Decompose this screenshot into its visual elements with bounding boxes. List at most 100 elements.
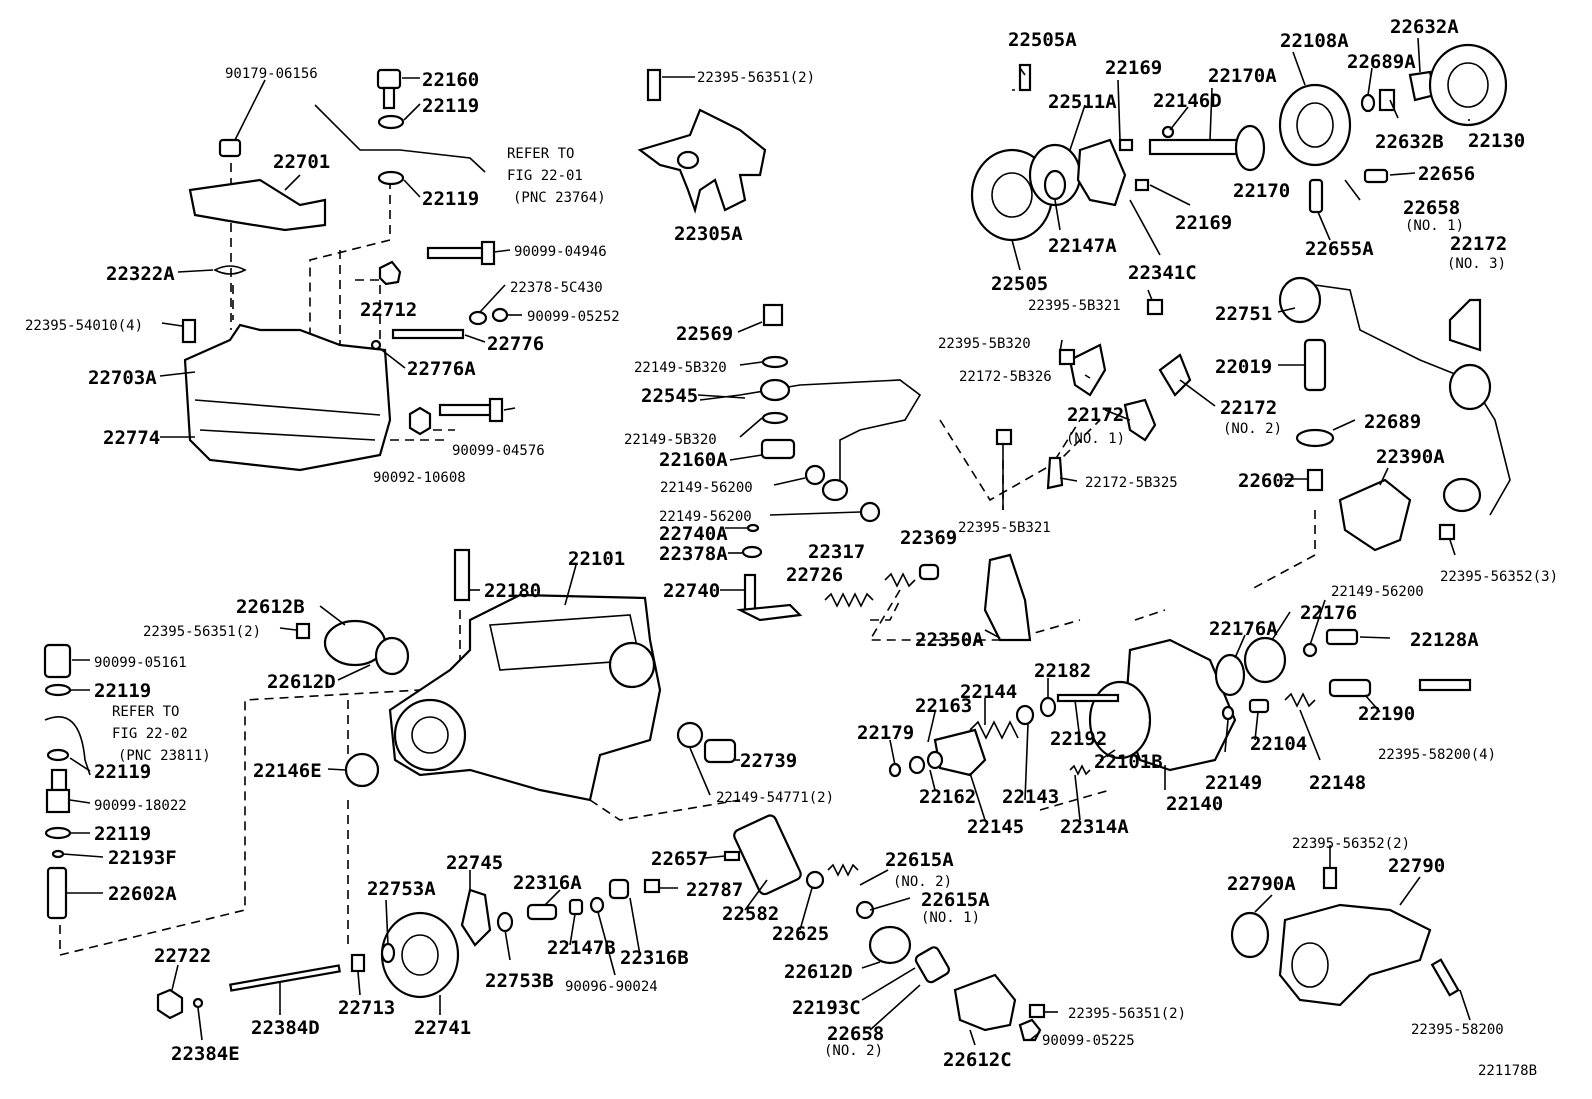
nut-22712 <box>378 260 402 286</box>
screw-22776 <box>391 328 465 340</box>
part-label: 22316B <box>620 947 689 969</box>
part-label: 22656 <box>1418 163 1475 185</box>
part-label: 22179 <box>857 722 914 744</box>
part-label: 22505A <box>1008 29 1077 51</box>
part-label: 22395-56351(2) <box>697 70 815 86</box>
part-label: 22790A <box>1227 873 1296 895</box>
part-label: 22722 <box>154 945 211 967</box>
part-label: 22170A <box>1208 65 1277 87</box>
part-label: 22160 <box>422 69 479 91</box>
part-label: 22657 <box>651 848 708 870</box>
part-label: 22602A <box>108 883 177 905</box>
part-label: 22511A <box>1048 91 1117 113</box>
plug-22739 <box>703 738 737 764</box>
plate-22108A <box>1278 83 1352 167</box>
part-label: 22753B <box>485 970 554 992</box>
part-label: 90092-10608 <box>373 470 466 486</box>
part-label: 22104 <box>1250 733 1307 755</box>
upper-left-assembly <box>181 68 509 472</box>
part-label: 22119 <box>94 761 151 783</box>
rod-22192 <box>1056 693 1120 703</box>
part-label: 22143 <box>1002 786 1059 808</box>
nut-90092 <box>408 406 432 436</box>
part-label: 22632A <box>1390 16 1459 38</box>
oring-22612D-b <box>868 925 912 965</box>
part-label: 22612B <box>236 596 305 618</box>
bush-22632B <box>1378 88 1396 112</box>
switch-22019 <box>1303 338 1327 392</box>
plug-22658 <box>914 946 951 984</box>
part-label: 22545 <box>641 385 698 407</box>
part-label: 22740 <box>663 580 720 602</box>
bolt-22395-58200 <box>1418 678 1472 692</box>
solenoid-connector <box>1448 363 1492 411</box>
pump-housing-22101 <box>295 548 737 802</box>
part-label: 22350A <box>915 629 984 651</box>
part-label: 90179-06156 <box>225 66 318 82</box>
part-label: 22625 <box>772 923 829 945</box>
part-label: 22322A <box>106 263 175 285</box>
part-label: 22790 <box>1388 855 1445 877</box>
part-label: 90096-90024 <box>565 979 658 995</box>
reference-note-line: (PNC 23811) <box>118 748 211 764</box>
leader-lines <box>62 37 1471 1046</box>
part-label: (NO. 3) <box>1447 256 1506 272</box>
banjo-bolt-22160A <box>760 438 796 460</box>
lower-center-parts <box>156 814 1046 1042</box>
plate-22145 <box>933 728 987 777</box>
cover-22612C <box>953 973 1017 1032</box>
spring-22148 <box>1284 692 1316 708</box>
pin-22740 <box>743 573 757 612</box>
part-label: 22149-5B320 <box>624 432 717 448</box>
part-label: (NO. 1) <box>921 910 980 926</box>
oring-22790A <box>1230 911 1270 959</box>
part-label: 90099-04576 <box>452 443 545 459</box>
valve-22180 <box>453 548 471 602</box>
reference-note-line: REFER TO <box>507 146 574 162</box>
part-label: 90099-05161 <box>94 655 187 671</box>
spring-22314A <box>1069 764 1091 776</box>
part-label: 90099-18022 <box>94 798 187 814</box>
part-label: 22140 <box>1166 793 1223 815</box>
part-label: 22740A <box>659 523 728 545</box>
oring-22689 <box>1295 428 1335 448</box>
part-label: 22317 <box>808 541 865 563</box>
part-label: (NO. 1) <box>1066 431 1125 447</box>
part-label: 22145 <box>967 816 1024 838</box>
pin-22655A <box>1308 178 1324 214</box>
clip-22713 <box>350 953 366 973</box>
part-label: 90099-05252 <box>527 309 620 325</box>
nut-22722 <box>156 988 184 1020</box>
part-label: 22774 <box>103 427 160 449</box>
reference-note-line: FIG 22-02 <box>112 726 188 742</box>
part-label: 22146E <box>253 760 322 782</box>
part-label: 22019 <box>1215 356 1272 378</box>
reference-note-line: REFER TO <box>112 704 179 720</box>
part-label: 22726 <box>786 564 843 586</box>
figure-code: 221178B <box>1478 1063 1537 1079</box>
part-label: 22130 <box>1468 130 1525 152</box>
part-label: 22615A <box>921 889 990 911</box>
part-label: 90099-05225 <box>1042 1033 1135 1049</box>
part-label: 22776A <box>407 358 476 380</box>
solenoid-assembly <box>1278 276 1511 552</box>
part-label: 22176A <box>1209 618 1278 640</box>
valve-22790 <box>1278 903 1432 1007</box>
shaft-22170 <box>1148 138 1242 156</box>
part-label: 22172 <box>1220 397 1277 419</box>
part-label: 22369 <box>900 527 957 549</box>
spring-22144 <box>969 720 1019 740</box>
part-label: 22395-5B320 <box>938 336 1031 352</box>
part-label: 22119 <box>94 680 151 702</box>
fitting-90099-18022 <box>45 788 71 814</box>
part-label: 22655A <box>1305 238 1374 260</box>
part-label: 22149-5B320 <box>634 360 727 376</box>
part-label: 22101 <box>568 548 625 570</box>
part-label: 22108A <box>1280 30 1349 52</box>
part-label: 22341C <box>1128 262 1197 284</box>
part-label: 22119 <box>422 188 479 210</box>
part-label: 22169 <box>1175 212 1232 234</box>
cap-90099-05161 <box>43 643 72 679</box>
part-label: 22172-5B325 <box>1085 475 1178 491</box>
